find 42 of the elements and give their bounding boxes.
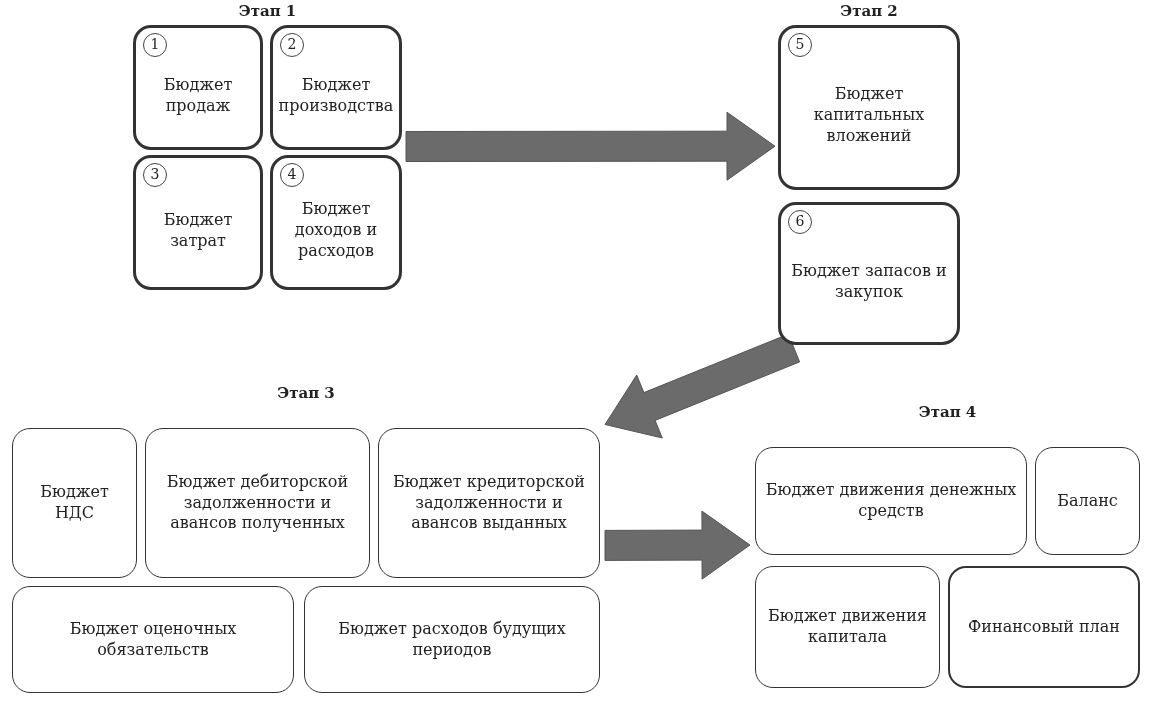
stage-heading: Этап 1 — [238, 2, 297, 20]
budget-box — [948, 566, 1140, 688]
budget-box — [304, 586, 600, 693]
box-text: Бюджет движения капитала — [767, 606, 928, 648]
box-text: Бюджет кредиторской задолженности и авансов выданных — [392, 471, 586, 535]
step-number: 6 — [788, 210, 812, 234]
stage-heading: Этап 3 — [277, 384, 335, 402]
box-text: Бюджет запасов и закупок — [790, 260, 948, 303]
budget-box — [270, 155, 402, 290]
budget-box — [145, 428, 370, 578]
box-text: Бюджет движения денежных средств — [764, 480, 1018, 522]
step-number: 4 — [280, 163, 304, 187]
block-arrow — [405, 111, 776, 181]
box-text: Бюджет доходов и расходов — [293, 199, 379, 262]
budget-box — [778, 25, 960, 190]
stage-heading: Этап 2 — [840, 2, 898, 20]
budget-box — [778, 202, 960, 345]
block-arrow — [604, 510, 751, 580]
budget-box — [12, 586, 294, 693]
box-text: Бюджет оценочных обязательств — [68, 618, 238, 661]
box-text: Бюджет НДС — [39, 482, 110, 524]
step-number: 5 — [788, 33, 812, 57]
budget-box — [755, 566, 940, 688]
budget-box — [1035, 447, 1140, 555]
box-text: Бюджет расходов будущих периодов — [337, 618, 567, 661]
step-number: 2 — [280, 33, 304, 57]
box-text: Бюджет затрат — [162, 209, 234, 252]
step-number: 3 — [143, 163, 167, 187]
box-text: Финансовый план — [968, 616, 1120, 638]
box-text: Бюджет дебиторской задолженности и авансов полученных — [165, 471, 350, 535]
box-text: Баланс — [1057, 490, 1118, 512]
budget-box — [755, 447, 1027, 555]
stage-heading: Этап 4 — [918, 403, 977, 421]
budget-box — [133, 25, 263, 150]
box-text: Бюджет производства — [278, 74, 394, 117]
box-text: Бюджет продаж — [162, 74, 234, 117]
budget-box — [378, 428, 600, 578]
box-text: Бюджет капитальных вложений — [812, 84, 926, 147]
budget-box — [12, 428, 137, 578]
budget-box — [270, 25, 402, 150]
budget-box — [133, 155, 263, 290]
step-number: 1 — [143, 33, 167, 57]
